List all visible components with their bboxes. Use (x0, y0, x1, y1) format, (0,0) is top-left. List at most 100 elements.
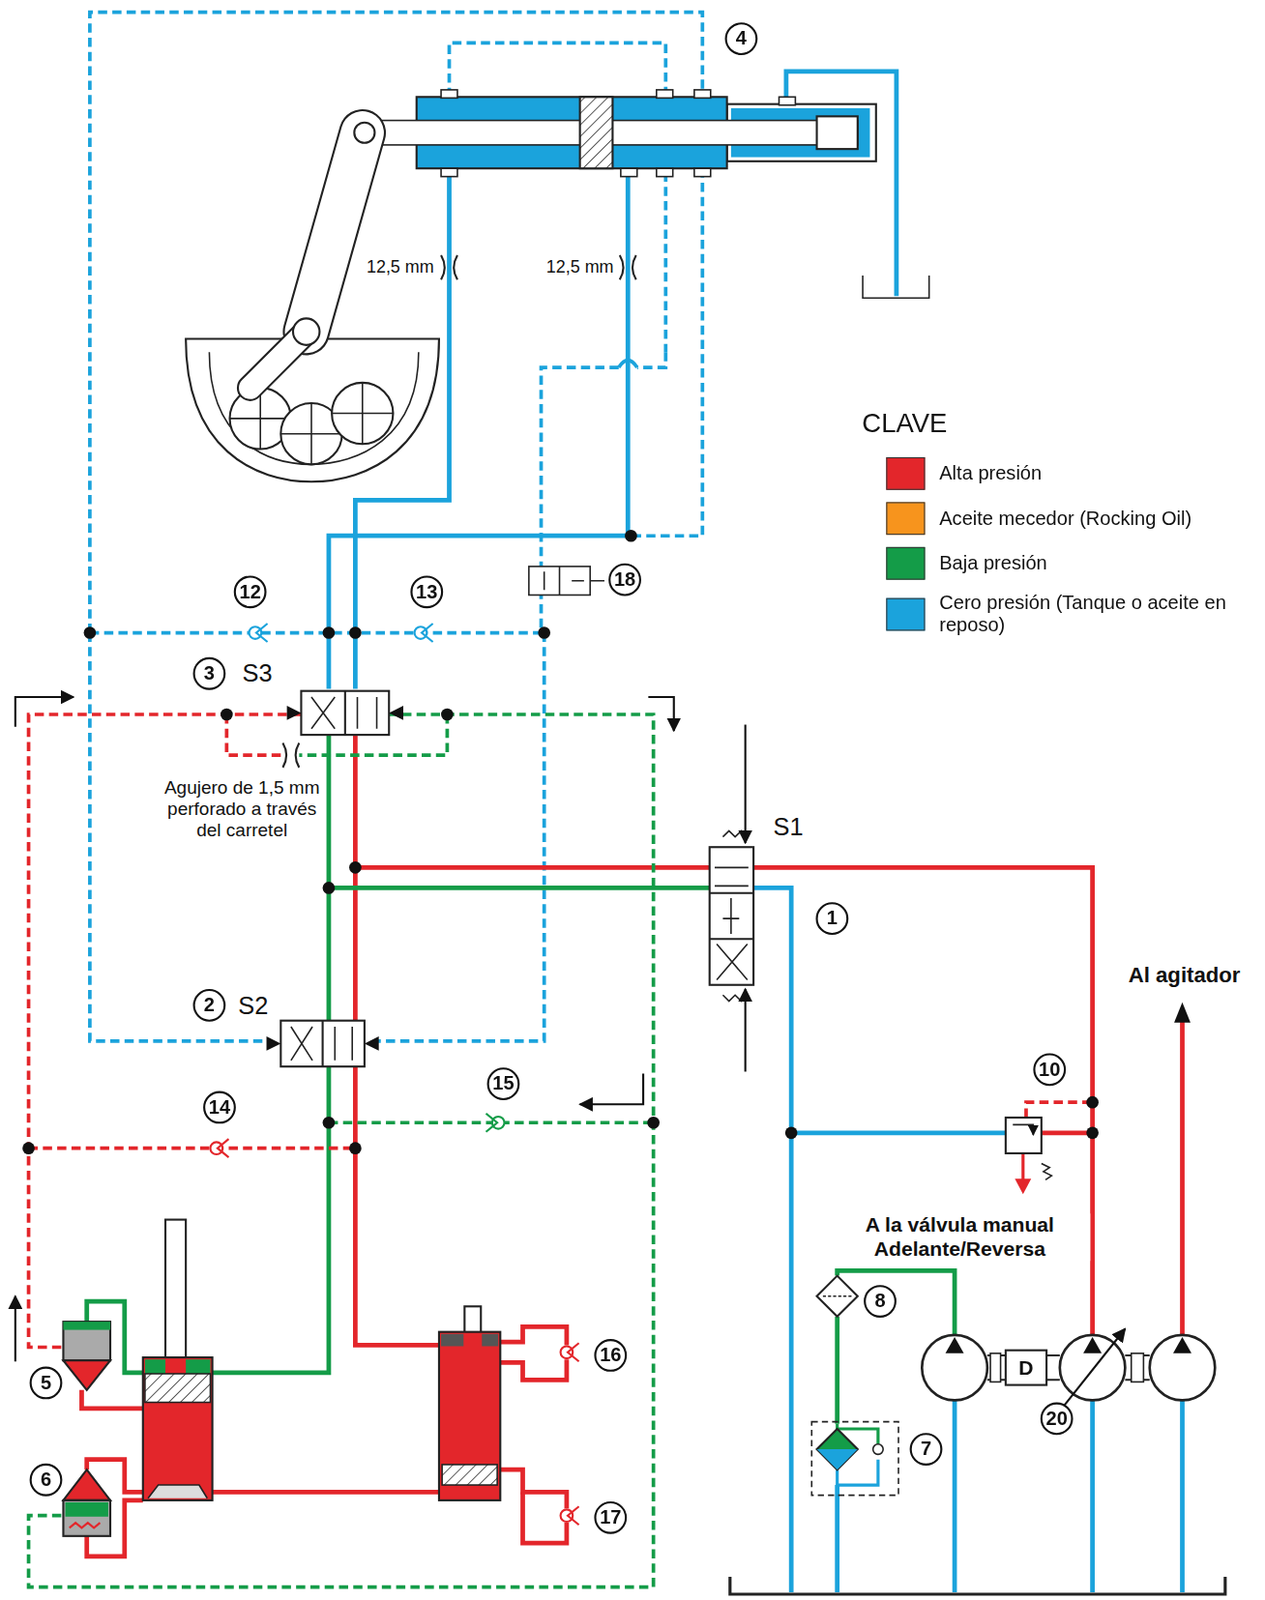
junction-dot (441, 708, 454, 722)
label: S3 (239, 659, 274, 688)
junction-dot (84, 626, 97, 640)
pipe (791, 1130, 1006, 1136)
cylinder-port (694, 168, 711, 177)
junction-dot (22, 1142, 35, 1155)
junction-dot (323, 1117, 336, 1130)
relief-spring (1041, 1163, 1053, 1180)
junction-dot (349, 1142, 362, 1155)
label: S2 (235, 991, 270, 1020)
junction-dot (323, 882, 336, 895)
pipe (500, 1326, 567, 1346)
label: Al agitador (1126, 962, 1243, 987)
small-cylinder (439, 1332, 501, 1501)
legend-row: Alta presión (885, 457, 1256, 491)
valve-6-spring (69, 1523, 101, 1529)
label: 12,5 mm (544, 257, 617, 278)
pipe (1026, 1102, 1093, 1118)
cylinder-cushion (147, 1485, 207, 1500)
legend-row: Cero presión (Tanque o aceite en reposo) (885, 591, 1256, 637)
label: Agujero de 1,5 mm perforado a través del… (159, 777, 325, 842)
callout-number: 6 (29, 1464, 63, 1498)
label: D (1016, 1355, 1035, 1380)
reservoir (730, 1577, 1226, 1595)
main-rod (165, 1220, 186, 1364)
valve-s1-flow (714, 867, 749, 980)
callout-number: 17 (593, 1501, 627, 1535)
pipe (753, 887, 792, 1592)
legend-text: Alta presión (939, 462, 1256, 485)
pipe (834, 1317, 840, 1425)
pump-triangle (1173, 1337, 1192, 1354)
check-valve-seat (256, 623, 268, 643)
pipe (753, 867, 1092, 1336)
valve-6 (62, 1500, 111, 1537)
pipe (212, 1490, 440, 1496)
callout-number: 8 (863, 1285, 897, 1319)
callout-number: 15 (487, 1067, 521, 1101)
valve-5-pilot (62, 1322, 111, 1330)
junction-dot (647, 1117, 660, 1130)
valve-18-detail (544, 566, 605, 596)
cylinder-port (441, 89, 458, 98)
main-piston (145, 1374, 211, 1404)
pipe-crossover (618, 360, 638, 368)
junction-dot (349, 626, 362, 640)
callout-number: 5 (29, 1367, 63, 1401)
legend-text: Cero presión (Tanque o aceite en reposo) (939, 591, 1256, 637)
label: 12,5 mm (364, 257, 437, 278)
legend-swatch (885, 501, 925, 535)
valve-s2 (280, 1021, 365, 1068)
pipe (375, 633, 544, 1042)
lever-arm (306, 132, 363, 332)
valve-s3-cross (311, 697, 335, 730)
flow-arrow (580, 1074, 644, 1106)
pipe (29, 714, 654, 1589)
callout-number: 13 (410, 575, 443, 609)
pipe (1179, 1021, 1185, 1336)
junction-dot (785, 1126, 798, 1140)
pipe (1041, 1130, 1093, 1136)
junction-dot (323, 626, 336, 640)
main-cylinder (143, 1357, 213, 1501)
cylinder-port (620, 168, 638, 177)
valve-s2-divider (322, 1021, 324, 1068)
pump (921, 1335, 988, 1402)
small-cylinder-cap (441, 1334, 464, 1348)
callout-number: 10 (1032, 1053, 1066, 1087)
filter-7 (817, 1429, 858, 1471)
flow-arrow-head (1174, 1002, 1191, 1024)
solenoid-arrow (744, 989, 747, 1073)
callout-number: 20 (1040, 1403, 1074, 1437)
pipe (1179, 1400, 1185, 1592)
filter-8 (817, 1276, 858, 1318)
small-piston (441, 1465, 498, 1486)
junction-dot (624, 529, 638, 543)
callout-number: 7 (910, 1433, 943, 1467)
pump-triangle (1083, 1337, 1102, 1354)
valve-s3 (300, 691, 389, 736)
relief-valve (1005, 1117, 1042, 1154)
pipe (837, 1270, 955, 1336)
rod-end (817, 116, 858, 149)
legend-swatch (885, 457, 925, 491)
callout-number: 16 (593, 1339, 627, 1373)
legend-swatch (885, 547, 925, 581)
valve-s3-pilot (287, 706, 404, 721)
roller-cross (331, 382, 393, 444)
valve-s2-cross (291, 1027, 313, 1061)
flow-arrow (14, 1296, 17, 1363)
junction-dot (1086, 1126, 1099, 1140)
valve-6-pilot (65, 1502, 109, 1518)
valve-s2-parallel (334, 1027, 353, 1061)
variable-arrow (1061, 1329, 1125, 1410)
valve-s1-spring (722, 830, 747, 1001)
lever-arm-fill (306, 132, 363, 332)
pipes (29, 12, 1183, 1593)
valve-s2-pilot (266, 1036, 380, 1052)
callout-number: 4 (725, 22, 759, 56)
cylinder-port (694, 89, 711, 98)
check-valve-seat (567, 1343, 580, 1362)
piston (580, 96, 614, 169)
label: S1 (770, 813, 805, 842)
coupling (990, 1353, 1001, 1383)
